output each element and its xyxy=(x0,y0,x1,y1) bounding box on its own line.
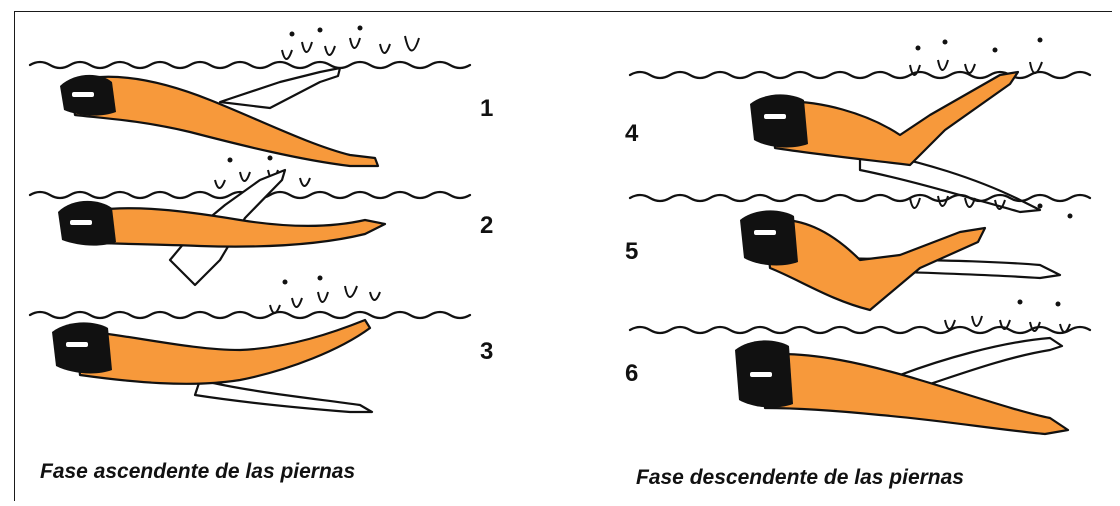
figure-number-3: 3 xyxy=(480,338,493,366)
figure-number-1: 1 xyxy=(480,95,493,123)
figure-number-2: 2 xyxy=(480,212,493,240)
upward-phase-caption: Fase ascendente de las piernas xyxy=(40,460,355,484)
upward-phase-panel: 1 2 3 xyxy=(20,20,540,440)
upward-phase-illustration xyxy=(20,20,540,440)
swimmer-figure-6 xyxy=(630,300,1090,435)
bubbles xyxy=(910,38,1043,76)
swimmer-figure-3 xyxy=(30,276,470,413)
bubbles xyxy=(270,276,380,314)
swimmer-figure-2 xyxy=(30,156,470,286)
downward-phase-panel: 4 5 6 xyxy=(600,20,1120,440)
downward-phase-caption: Fase descendente de las piernas xyxy=(636,466,964,490)
swimmer-figure-1 xyxy=(30,26,470,167)
figure-number-6: 6 xyxy=(625,360,638,388)
figure-number-4: 4 xyxy=(625,120,638,148)
bubbles xyxy=(282,26,419,60)
swimmer-figure-4 xyxy=(630,38,1090,213)
downward-phase-illustration xyxy=(600,20,1120,440)
figure-number-5: 5 xyxy=(625,238,638,266)
